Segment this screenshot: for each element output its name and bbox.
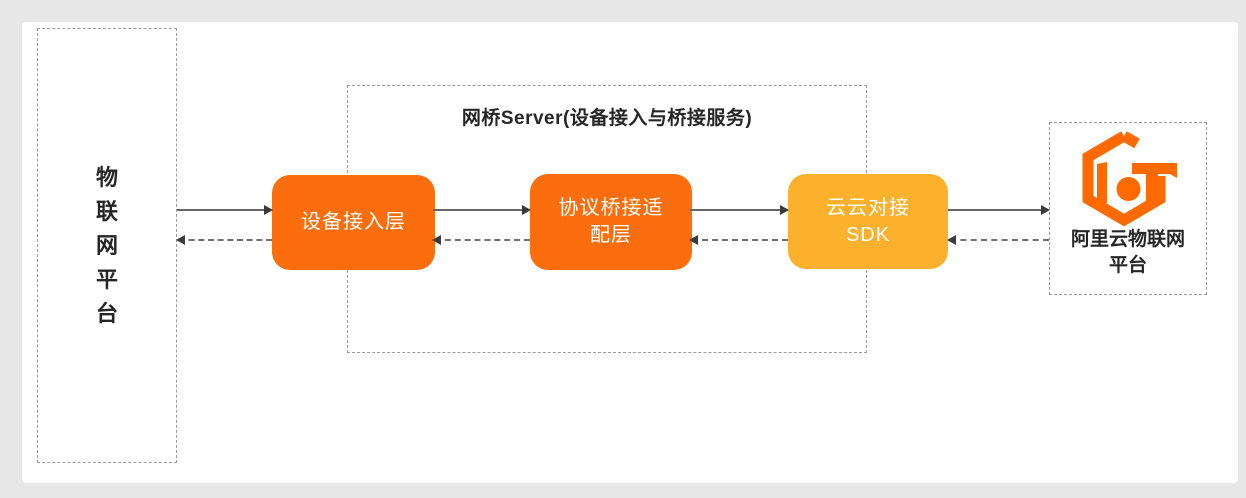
iot-platform-box: 物 联 网 平 台 [37, 28, 177, 463]
device-access-layer-box: 设备接入层 [272, 175, 435, 270]
arrow-forward-access-to-adapter [433, 205, 531, 215]
arrow-back-sdk-to-adapter [689, 235, 788, 245]
aliyun-iot-platform-label: 阿里云物联网 平台 [1070, 229, 1185, 276]
bridge-server-title: 网桥Server(设备接入与桥接服务) [461, 108, 753, 129]
diagram-panel: 物 联 网 平 台 网桥Server(设备接入与桥接服务) 设备接入层 协议桥接… [22, 22, 1238, 483]
arrow-forward-platform-to-access [177, 205, 273, 215]
cloud-cloud-sdk-label: 云云对接 SDK [826, 196, 910, 246]
iot-platform-label: 物 联 网 平 台 [95, 164, 118, 326]
protocol-bridge-adapter-label: 协议桥接适 配层 [558, 197, 664, 246]
protocol-bridge-adapter-box: 协议桥接适 配层 [530, 174, 692, 270]
arrow-forward-sdk-to-aliyun [948, 205, 1050, 215]
cloud-cloud-sdk-box: 云云对接 SDK [788, 174, 948, 269]
arrow-back-access-to-platform [176, 235, 272, 245]
aliyun-iot-platform-box: 阿里云物联网 平台 [1049, 122, 1207, 295]
arrow-forward-adapter-to-sdk [690, 205, 789, 215]
arrow-back-adapter-to-access [432, 235, 530, 245]
device-access-layer-label: 设备接入层 [301, 211, 406, 233]
aliyun-iot-logo-icon [1082, 131, 1177, 226]
arrow-back-aliyun-to-sdk [947, 235, 1049, 245]
